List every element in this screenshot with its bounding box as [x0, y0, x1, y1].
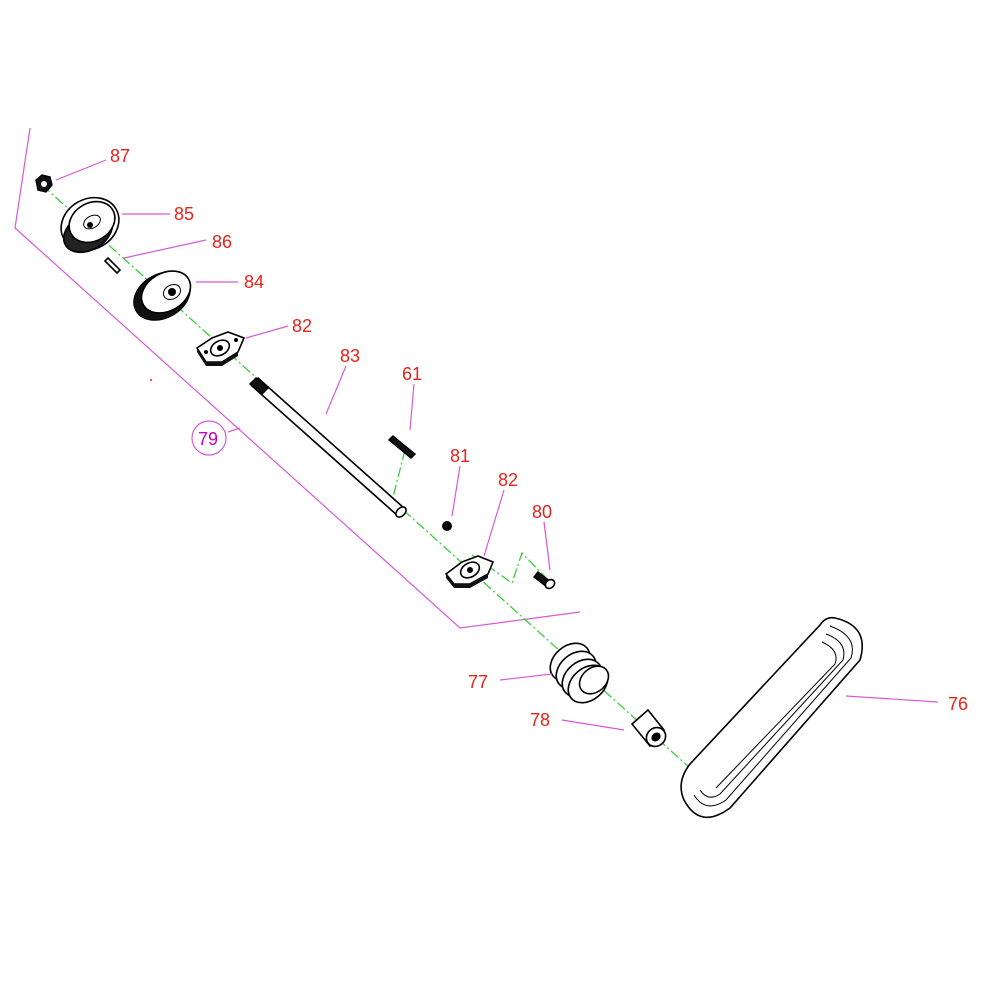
- part-86-pin: [103, 256, 122, 275]
- callout-80: 80: [532, 502, 552, 522]
- leader-77: [499, 673, 553, 681]
- leader-78: [561, 719, 625, 731]
- part-61-key: [387, 435, 417, 459]
- callout-77: 77: [468, 672, 488, 692]
- callout-61: 61: [402, 364, 422, 384]
- leader-79: [227, 427, 241, 433]
- part-84-pulley: [133, 270, 192, 321]
- part-77-grooved-pulley: [549, 642, 610, 704]
- callout-82-upper: 82: [292, 316, 312, 336]
- callout-78: 78: [530, 710, 550, 730]
- callout-84: 84: [244, 272, 264, 292]
- leader-80: [543, 521, 551, 571]
- part-81-ball: [442, 521, 452, 531]
- part-87-nut: [35, 174, 53, 193]
- part-82-bearing-lower: [444, 555, 495, 588]
- callout-83: 83: [340, 346, 360, 366]
- leader-83: [325, 365, 347, 415]
- leader-76: [845, 695, 939, 703]
- leader-82a: [245, 325, 289, 339]
- callout-87: 87: [110, 146, 130, 166]
- leader-lines: [55, 159, 939, 731]
- part-76-v-belt: [680, 616, 863, 818]
- leader-81: [451, 465, 461, 517]
- part-83-shaft: [248, 376, 407, 518]
- callout-79-circle: [191, 420, 227, 456]
- part-82-bearing-upper: [195, 331, 246, 366]
- callout-76: 76: [948, 694, 968, 714]
- callout-labels: 87 85 86 84 82 83 61 81 82 80 77 78 76 7…: [110, 146, 968, 730]
- leader-87: [55, 159, 107, 181]
- callout-81: 81: [450, 446, 470, 466]
- callout-79: 79: [198, 429, 218, 449]
- callout-82-lower: 82: [498, 470, 518, 490]
- leader-86: [123, 239, 207, 259]
- callout-85: 85: [174, 204, 194, 224]
- part-78-bushing: [630, 708, 667, 748]
- part-85-washer: [60, 196, 120, 254]
- leader-82b: [483, 489, 505, 557]
- assembly-bracket-79: [14, 127, 581, 629]
- leader-61: [409, 383, 415, 431]
- callout-86: 86: [212, 232, 232, 252]
- part-80-screw: [533, 571, 556, 590]
